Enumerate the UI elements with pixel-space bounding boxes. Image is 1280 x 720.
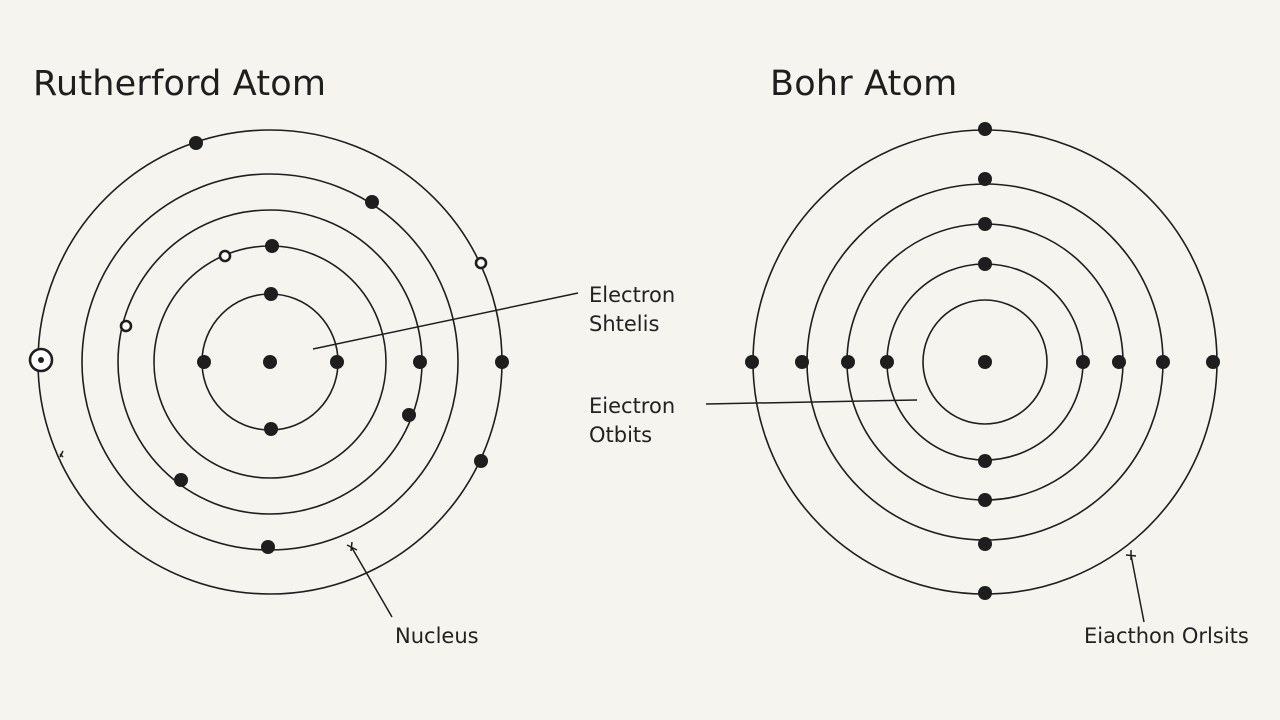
electron-orbits-label-line2: Otbits — [589, 423, 653, 447]
rutherford-electron-ring-large-core — [38, 357, 44, 363]
electron-shells-leader — [312, 292, 579, 350]
bohr-electron-12 — [880, 355, 894, 369]
electron-shells-label: Electron Shtelis — [589, 281, 675, 339]
bottom-orbits-leader — [1130, 554, 1145, 623]
bohr-electron-1 — [978, 122, 992, 136]
bohr-electron-15 — [1156, 355, 1170, 369]
rutherford-electron-13 — [402, 408, 416, 422]
rutherford-nucleus — [263, 355, 277, 369]
bohr-atom — [745, 122, 1220, 600]
rutherford-electron-11 — [174, 473, 188, 487]
bottom-orbits-leader-tick — [1125, 550, 1137, 560]
rutherford-electron-ring-2 — [119, 319, 133, 333]
rutherford-electron-1 — [264, 287, 278, 301]
bohr-electron-16 — [1206, 355, 1220, 369]
rutherford-electron-8 — [189, 136, 203, 150]
bohr-electron-10 — [795, 355, 809, 369]
rutherford-electron-ring-1 — [218, 249, 232, 263]
rutherford-atom — [28, 129, 509, 595]
rutherford-electron-10 — [261, 540, 275, 554]
bohr-electron-14 — [1112, 355, 1126, 369]
electron-shells-label-line2: Shtelis — [589, 312, 660, 336]
bohr-orbit-1 — [922, 299, 1048, 425]
nucleus-leader-tick — [346, 541, 358, 552]
rutherford-electron-3 — [197, 355, 211, 369]
nucleus-leader — [351, 547, 393, 618]
bohr-electron-6 — [978, 493, 992, 507]
rutherford-electron-7 — [495, 355, 509, 369]
bottom-orbits-label: Eiacthon Orlsits — [1084, 624, 1249, 648]
bohr-electron-3 — [978, 217, 992, 231]
electron-orbits-label: Eiectron Otbits — [589, 392, 675, 450]
bohr-title: Bohr Atom — [770, 64, 958, 104]
bohr-electron-7 — [978, 537, 992, 551]
bohr-electron-4 — [978, 257, 992, 271]
rutherford-electron-4 — [330, 355, 344, 369]
bohr-nucleus — [978, 355, 992, 369]
rutherford-title: Rutherford Atom — [33, 64, 327, 104]
rutherford-electron-6 — [413, 355, 427, 369]
bohr-electron-11 — [841, 355, 855, 369]
rutherford-electron-5 — [265, 239, 279, 253]
bohr-electron-8 — [978, 586, 992, 600]
electron-orbits-label-line1: Eiectron — [589, 394, 676, 418]
rutherford-electron-12 — [474, 454, 488, 468]
electron-orbits-leader — [705, 399, 918, 405]
bohr-electron-9 — [745, 355, 759, 369]
rutherford-electron-2 — [264, 422, 278, 436]
bohr-electron-2 — [978, 172, 992, 186]
rutherford-electron-9 — [365, 195, 379, 209]
label-leader-lines — [312, 292, 1145, 623]
rutherford-electron-ring-3 — [474, 256, 488, 270]
nucleus-label: Nucleus — [395, 624, 479, 648]
bohr-electron-5 — [978, 454, 992, 468]
bohr-electron-13 — [1076, 355, 1090, 369]
rutherford-small-mark — [59, 450, 64, 458]
electron-shells-label-line1: Electron — [589, 283, 676, 307]
